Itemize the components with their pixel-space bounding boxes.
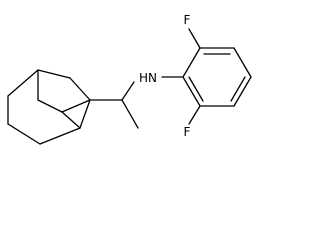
bond xyxy=(7,123,41,145)
bond xyxy=(182,47,201,78)
bond xyxy=(39,127,81,145)
bond-ch-to-methyl xyxy=(121,99,139,129)
bond-ring-to-f-bottom xyxy=(188,105,201,125)
bond xyxy=(233,76,252,107)
bond xyxy=(79,99,91,129)
aromatic-inner-bond xyxy=(230,76,246,102)
bond xyxy=(7,69,39,97)
bond xyxy=(69,77,91,101)
bond-nh-to-ch xyxy=(121,81,135,101)
nh-label: HN xyxy=(139,71,157,85)
bond xyxy=(61,99,91,113)
molecule-diagram: HN F F xyxy=(7,13,252,145)
bond xyxy=(37,69,71,79)
bond xyxy=(61,111,81,129)
f-top-label: F xyxy=(184,13,191,27)
adamantane-cage xyxy=(7,69,91,145)
f-bottom-label: F xyxy=(184,125,191,139)
bond xyxy=(182,76,201,107)
bond xyxy=(233,47,252,78)
benzene-ring xyxy=(182,47,252,107)
bond-ring-to-f-top xyxy=(188,28,201,49)
aromatic-inner-bond xyxy=(188,76,204,102)
bond xyxy=(37,99,63,113)
